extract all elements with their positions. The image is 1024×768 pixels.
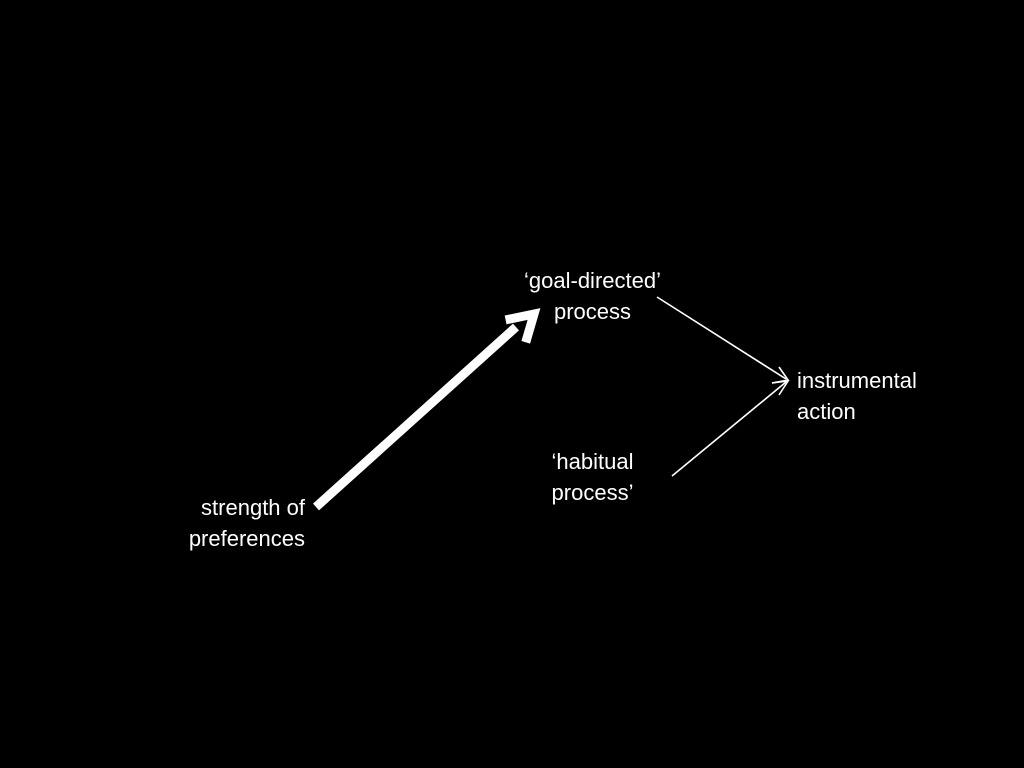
node-goal-directed-process-line1: ‘goal-directed’ (524, 268, 661, 293)
edge-habitual-to-action (671, 379, 790, 477)
node-habitual-process-line2: process’ (551, 480, 634, 505)
edge-habitual-to-action-shaft (671, 381, 787, 477)
node-habitual-process: ‘habitual process’ (530, 446, 655, 508)
node-instrumental-action: instrumental action (797, 365, 957, 427)
node-strength-of-preferences-line2: preferences (188, 526, 305, 551)
node-goal-directed-process: ‘goal-directed’ process (505, 265, 680, 327)
edge-preferences-to-goal-directed-arrowhead (504, 308, 541, 344)
node-instrumental-action-line1: instrumental (797, 368, 917, 393)
node-instrumental-action-line2: action (797, 399, 856, 424)
edge-habitual-to-action-arrowhead (771, 379, 790, 396)
node-habitual-process-line1: ‘habitual (551, 449, 634, 474)
node-strength-of-preferences-line1: strength of (201, 495, 305, 520)
edge-goal-directed-to-action-shaft (656, 296, 787, 380)
edge-preferences-to-goal-directed-shaft (312, 323, 520, 511)
edge-preferences-to-goal-directed (312, 308, 541, 511)
node-goal-directed-process-line2: process (553, 299, 632, 324)
node-strength-of-preferences: strength of preferences (150, 492, 305, 554)
